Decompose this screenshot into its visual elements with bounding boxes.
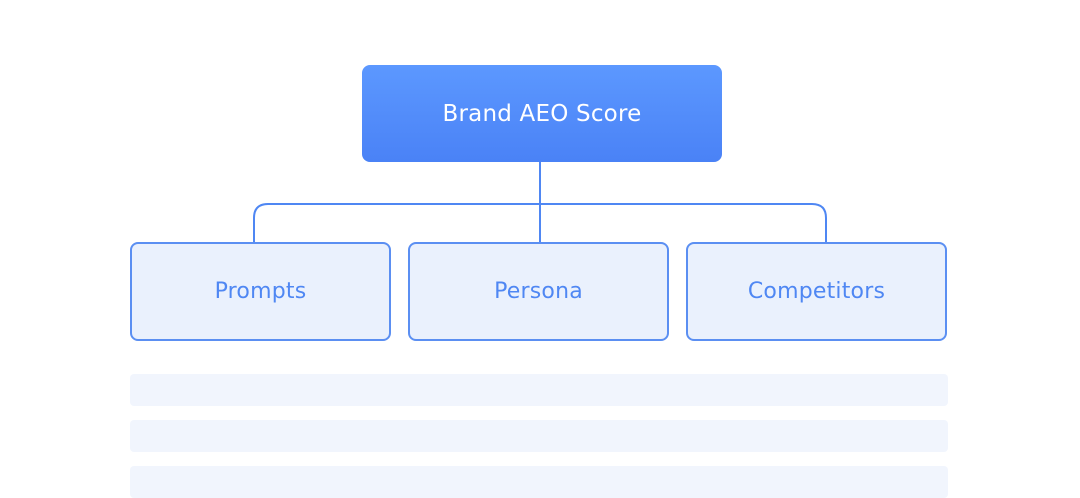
child-node-label: Prompts bbox=[214, 279, 307, 304]
placeholder-bar bbox=[130, 466, 948, 498]
placeholder-bar bbox=[130, 420, 948, 452]
root-node-brand-aeo-score: Brand AEO Score bbox=[362, 65, 722, 162]
child-node-label: Competitors bbox=[747, 279, 886, 304]
child-node-label: Persona bbox=[494, 279, 583, 304]
placeholder-bar bbox=[130, 374, 948, 406]
child-node-prompts: Prompts bbox=[130, 242, 391, 341]
child-node-competitors: Competitors bbox=[686, 242, 947, 341]
child-node-persona: Persona bbox=[408, 242, 669, 341]
branch-line bbox=[253, 203, 827, 242]
root-node-label: Brand AEO Score bbox=[442, 100, 642, 127]
